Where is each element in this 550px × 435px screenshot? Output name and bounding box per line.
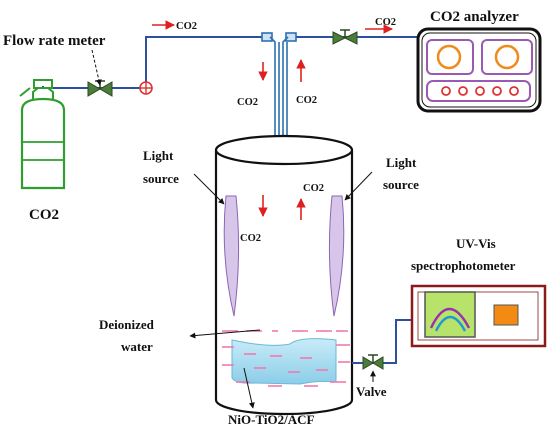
spectro-screen bbox=[424, 291, 476, 338]
flow-meter-pointer bbox=[91, 49, 102, 86]
analyzer-valve bbox=[332, 29, 358, 45]
valve-label: Valve bbox=[356, 384, 387, 399]
spectro-indicator bbox=[493, 304, 519, 326]
deionized-label-2: water bbox=[121, 339, 153, 354]
water-dashes bbox=[222, 330, 350, 387]
flow-rate-meter-label: Flow rate meter bbox=[3, 33, 106, 49]
co2-down-label-1: CO2 bbox=[237, 97, 258, 108]
catalyst-label: NiO-TiO2/ACF bbox=[228, 412, 314, 427]
co2-outlet-arrow-label: CO2 bbox=[375, 17, 396, 28]
water-body bbox=[231, 338, 337, 385]
uvvis-spectrophotometer bbox=[410, 284, 547, 348]
analyzer-dial-right bbox=[494, 44, 520, 70]
uvvis-label-2: spectrophotometer bbox=[411, 258, 516, 273]
analyzer-dial-left bbox=[436, 44, 462, 70]
co2-inlet-arrow-label: CO2 bbox=[176, 21, 197, 32]
deionized-label-1: Deionized bbox=[99, 317, 155, 332]
co2-analyzer-label: CO2 analyzer bbox=[430, 9, 519, 25]
catalyst-pointer bbox=[243, 367, 255, 409]
light-source-left-label-1: Light bbox=[143, 148, 174, 163]
spectro-peak-1 bbox=[429, 308, 471, 329]
spectro-peak-2 bbox=[434, 315, 467, 332]
light-source-right-label-1: Light bbox=[386, 155, 417, 170]
mixer-node bbox=[139, 81, 153, 95]
light-source-right-label-2: source bbox=[383, 177, 419, 192]
uvvis-label-1: UV-Vis bbox=[456, 236, 496, 251]
deionized-pointer bbox=[189, 329, 261, 339]
co2-cylinder-label: CO2 bbox=[29, 207, 59, 223]
light-source-right bbox=[328, 195, 345, 317]
flow-arrows bbox=[152, 20, 393, 220]
light-right-pointer bbox=[344, 171, 373, 201]
co2-up-label-2: CO2 bbox=[303, 183, 324, 194]
co2-up-label-1: CO2 bbox=[296, 95, 317, 106]
drain-valve bbox=[362, 354, 384, 370]
light-left-pointer bbox=[193, 173, 225, 205]
co2-analyzer bbox=[416, 27, 542, 113]
co2-cylinder bbox=[19, 79, 66, 190]
light-source-left bbox=[223, 195, 240, 317]
reactor-vessel bbox=[214, 134, 367, 416]
light-source-left-label-2: source bbox=[143, 171, 179, 186]
flow-meter-valve bbox=[87, 80, 113, 97]
co2-down-label-2: CO2 bbox=[240, 233, 261, 244]
